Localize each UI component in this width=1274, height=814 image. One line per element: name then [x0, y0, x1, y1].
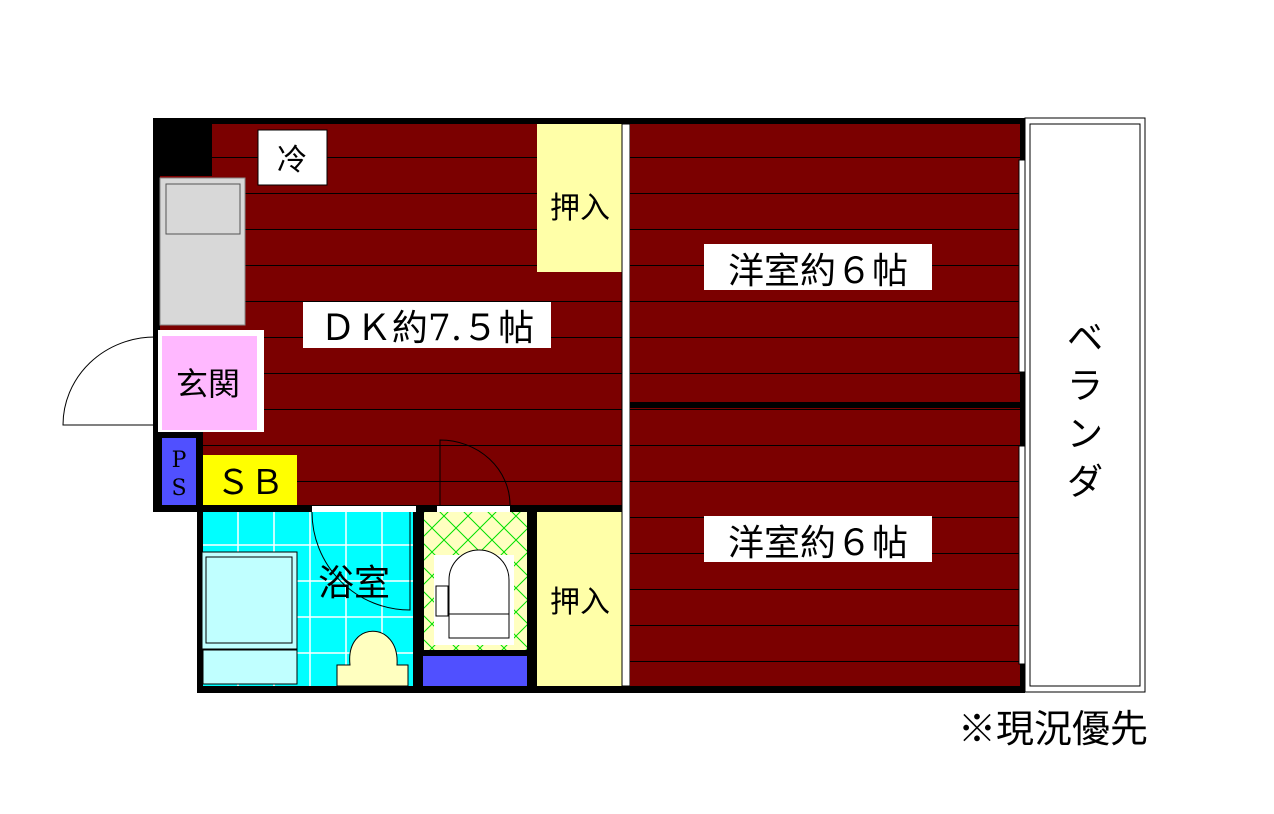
veranda-label-2: ラ — [1067, 366, 1103, 407]
western-room-bottom: 洋室約６帖 — [630, 408, 1020, 686]
fridge: 冷 — [257, 129, 328, 186]
entrance-label: 玄関 — [176, 365, 240, 403]
window — [1018, 445, 1026, 665]
sink — [336, 630, 409, 687]
closet-bottom-label: 押入 — [550, 585, 610, 620]
ps-label-s: S — [171, 476, 186, 501]
veranda: ベ ラ ン ダ — [1024, 117, 1146, 693]
room-bottom-label: 洋室約６帖 — [728, 523, 908, 564]
ps-label-p: P — [172, 448, 187, 473]
veranda-label-1: ベ — [1067, 318, 1103, 359]
bath-door[interactable] — [311, 511, 411, 611]
bath-label: 浴室 — [318, 563, 390, 604]
veranda-label-3: ン — [1067, 414, 1103, 455]
shoe-box — [203, 455, 297, 505]
western-room-top: 洋室約６帖 — [630, 124, 1020, 402]
toilet-room — [423, 439, 527, 686]
fridge-label: 冷 — [277, 143, 307, 178]
entrance-door[interactable] — [62, 336, 156, 426]
entrance: 玄関 — [62, 330, 264, 432]
closet-top-label: 押入 — [550, 191, 610, 226]
ps — [162, 438, 196, 505]
note: ※現況優先 — [958, 707, 1148, 751]
kitchen-counter — [159, 177, 246, 326]
window — [1018, 159, 1026, 373]
closet-top: 押入 — [537, 124, 622, 272]
bathroom: 浴室 — [201, 506, 416, 687]
toilet-door[interactable] — [439, 439, 511, 506]
room-top-label: 洋室約６帖 — [728, 251, 908, 292]
dk-label: ＤＫ約7.５帖 — [320, 308, 534, 349]
veranda-label-4: ダ — [1067, 462, 1103, 503]
closet-bottom: 押入 — [537, 512, 622, 686]
sb-label: ＳＢ — [216, 463, 284, 503]
